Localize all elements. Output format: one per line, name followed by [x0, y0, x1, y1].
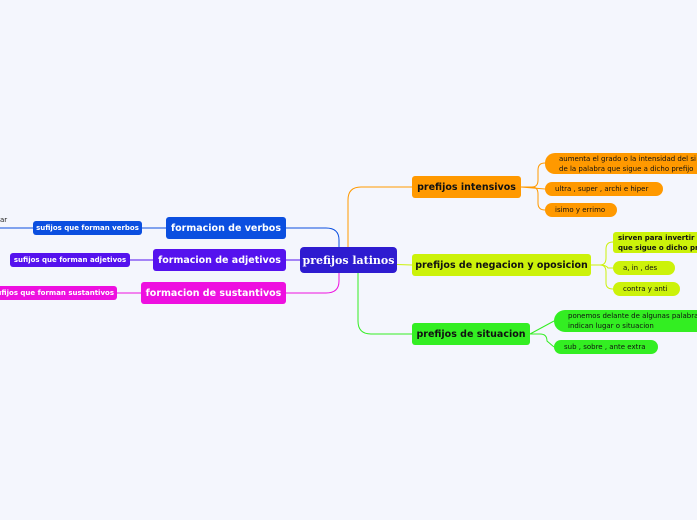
topic-formacion-verbos[interactable]: formacion de verbos — [166, 217, 286, 239]
subtopic-intensivos-sufijos[interactable]: isimo y errimo — [545, 203, 617, 217]
link-int-3 — [521, 186, 546, 211]
subtopic-situacion-ejemplos[interactable]: sub , sobre , ante extra — [554, 340, 658, 354]
link-neg-3 — [591, 264, 614, 290]
topic-prefijos-situacion[interactable]: prefijos de situacion — [412, 323, 530, 345]
topic-prefijos-intensivos[interactable]: prefijos intensivos — [412, 176, 521, 198]
link-intensivos — [347, 186, 412, 247]
subtopic-sufijos-sustantivos[interactable]: sufijos que forman sustantivos — [0, 286, 117, 300]
subtopic-intensivos-definicion[interactable]: aumenta el grado o la intensidad del si … — [545, 153, 697, 174]
subtopic-sufijos-verbos[interactable]: sufijos que forman verbos — [33, 221, 142, 235]
link-verbos — [286, 227, 340, 247]
link-situacion — [357, 273, 412, 335]
link-sustantivos — [286, 273, 340, 294]
subtopic-situacion-definicion[interactable]: ponemos delante de algunas palabra indic… — [554, 310, 697, 332]
link-neg-1 — [591, 241, 614, 266]
subtopic-negacion-contra[interactable]: contra y anti — [613, 282, 680, 296]
topic-formacion-adjetivos[interactable]: formacion de adjetivos — [153, 249, 286, 271]
subtopic-sufijos-adjetivos[interactable]: sufijos que forman adjetivos — [10, 253, 130, 267]
subtopic-verbos-extra-text[interactable]: ar — [0, 216, 8, 224]
central-topic[interactable]: prefijos latinos — [300, 247, 397, 273]
subtopic-negacion-definicion[interactable]: sirven para invertir el que sigue o dich… — [613, 232, 697, 253]
link-sit-2 — [530, 333, 555, 348]
link-sit-1 — [529, 320, 555, 335]
subtopic-intensivos-ejemplos[interactable]: ultra , super , archi e hiper — [545, 182, 663, 196]
link-int-1 — [521, 162, 546, 188]
topic-formacion-sustantivos[interactable]: formacion de sustantivos — [141, 282, 286, 304]
topic-prefijos-negacion[interactable]: prefijos de negacion y oposicion — [412, 254, 591, 276]
subtopic-negacion-ejemplos[interactable]: a, in , des — [613, 261, 675, 275]
